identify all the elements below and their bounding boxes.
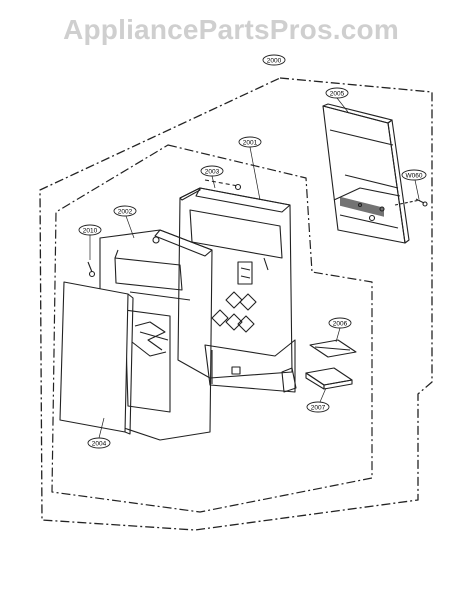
- small-part-lower: [305, 367, 353, 390]
- callout-2001-label: 2001: [243, 139, 258, 146]
- control-board: [322, 103, 421, 244]
- callout-2005: 2005: [325, 87, 349, 99]
- leader-lines: [89, 97, 420, 439]
- callout-2003: 2003: [200, 165, 224, 177]
- callout-2007: 2007: [306, 401, 330, 413]
- mounting-screw: [87, 261, 96, 278]
- callout-w060-label: W060: [406, 172, 423, 179]
- assembly-boundary: [39, 77, 433, 531]
- callout-2010: 2010: [78, 224, 102, 236]
- watermark-logo: AppliancePartsPros.com: [63, 14, 399, 45]
- small-screw-part: [415, 198, 428, 207]
- front-cover-plate: [59, 281, 134, 435]
- callout-2000-label: 2000: [267, 57, 282, 64]
- callout-2005-label: 2005: [330, 90, 345, 97]
- subassembly-boundary: [51, 144, 373, 513]
- callout-w060: W060: [401, 169, 427, 181]
- callout-2002: 2002: [113, 205, 137, 217]
- control-frame: [177, 179, 297, 393]
- keypad-buttons: [211, 291, 257, 333]
- callout-2004: 2004: [87, 437, 111, 449]
- callout-2006: 2006: [328, 317, 352, 329]
- callout-2002-label: 2002: [118, 208, 133, 215]
- callout-2003-label: 2003: [205, 168, 220, 175]
- callout-2000: 2000: [262, 54, 286, 66]
- callout-2007-label: 2007: [311, 404, 326, 411]
- callout-2010-label: 2010: [83, 227, 98, 234]
- callout-2004-label: 2004: [92, 440, 107, 447]
- small-part-upper: [309, 339, 357, 358]
- callout-2001: 2001: [238, 136, 262, 148]
- callout-2006-label: 2006: [333, 320, 348, 327]
